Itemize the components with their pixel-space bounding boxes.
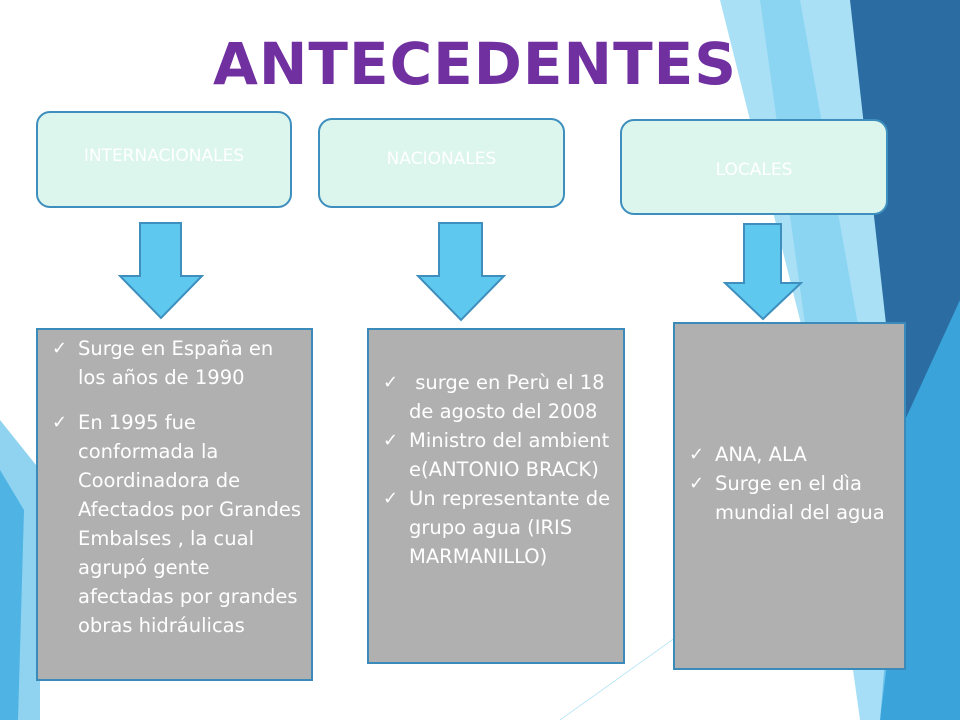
- category-internacionales-label: INTERNACIONALES: [83, 145, 245, 166]
- category-locales-label: LOCALES: [715, 160, 793, 180]
- category-internacionales: INTERNACIONALES: [36, 111, 292, 208]
- list-item: ✓Surge en España en los años de 1990: [52, 334, 303, 392]
- down-arrow-icon: [723, 223, 803, 321]
- check-icon: ✓: [52, 412, 68, 433]
- info-box-internacionales: ✓Surge en España en los años de 1990 ✓En…: [36, 328, 313, 681]
- list-item: ✓ANA, ALA: [689, 440, 896, 469]
- check-icon: ✓: [383, 430, 399, 451]
- check-icon: ✓: [383, 372, 399, 393]
- left-accent-shape-inner: [0, 470, 24, 720]
- check-icon: ✓: [383, 488, 399, 509]
- page-title: ANTECEDENTES: [212, 30, 738, 98]
- list-item: ✓Surge en el dìa mundial del agua: [689, 469, 896, 527]
- category-locales: LOCALES: [620, 119, 888, 215]
- check-icon: ✓: [689, 444, 705, 465]
- down-arrow-icon: [118, 222, 204, 320]
- down-arrow-icon: [416, 222, 506, 322]
- check-icon: ✓: [689, 473, 705, 494]
- list-item: ✓ surge en Perù el 18 de agosto del 2008: [383, 368, 615, 426]
- list-item: ✓Un representante de grupo agua (IRIS MA…: [383, 484, 615, 571]
- category-nacionales: NACIONALES: [318, 118, 565, 208]
- info-box-nacionales: ✓ surge en Perù el 18 de agosto del 2008…: [367, 328, 625, 664]
- list-item: ✓En 1995 fue conformada la Coordinadora …: [52, 408, 303, 640]
- list-item: ✓Ministro del ambiente(ANTONIO BRACK): [383, 426, 615, 484]
- info-box-locales: ✓ANA, ALA ✓Surge en el dìa mundial del a…: [673, 322, 906, 670]
- category-nacionales-label: NACIONALES: [386, 149, 497, 169]
- check-icon: ✓: [52, 338, 68, 359]
